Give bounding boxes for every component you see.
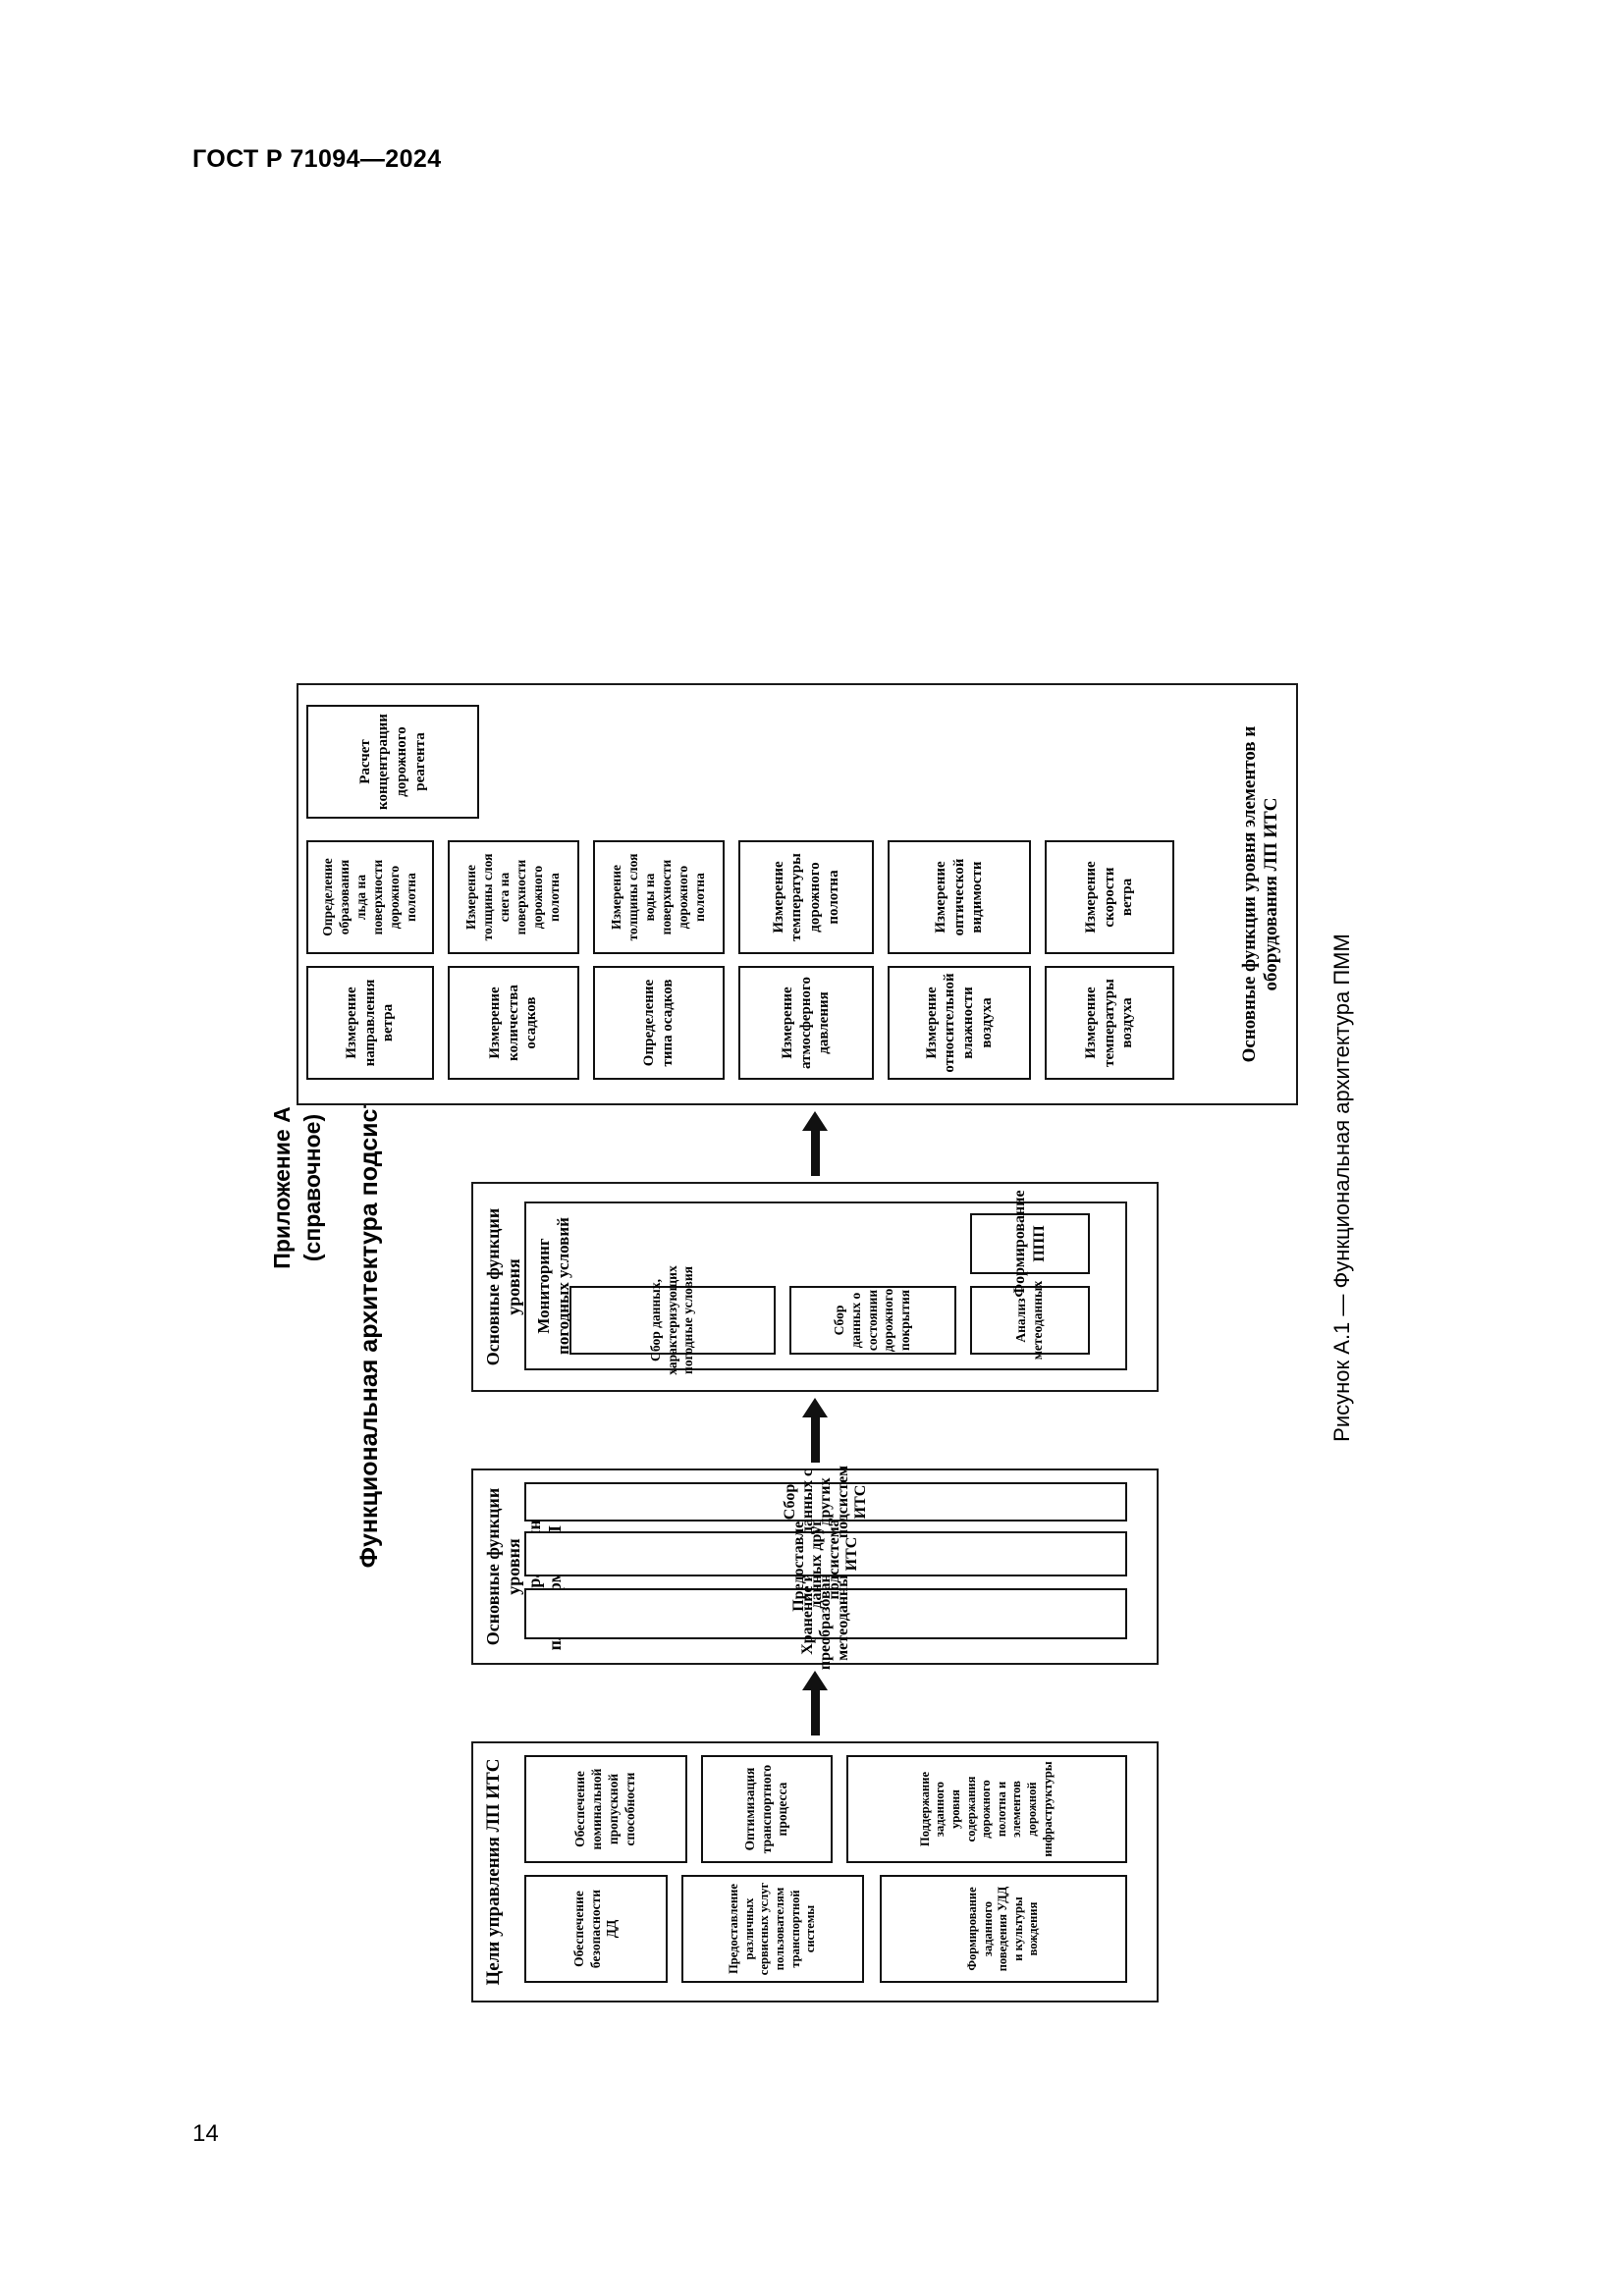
platform-bar-collect: Сбор данных с других подсистем ИТС (524, 1466, 1127, 1538)
equip-box-air-temperature: Измерение температуры воздуха (1045, 966, 1174, 1080)
instr-box-ppp: Формирование ППП (970, 1190, 1090, 1298)
appendix-figure-rotated: Приложение А (справочное) Функциональная… (238, 334, 1386, 2042)
goal-box-optimization: Оптимизация транспортного процесса (701, 1755, 833, 1863)
figure-caption: Рисунок А.1 — Функциональная архитектура… (1329, 934, 1354, 1442)
goal-box-capacity: Обеспечение номинальной пропускной спосо… (524, 1755, 687, 1863)
goal-box-behavior: Формирование заданного поведения УДД и к… (880, 1875, 1127, 1983)
equip-box-water-layer: Измерение толщины слоя воды на поверхнос… (593, 840, 725, 954)
panel-equipment-title: Основные функции уровня элементов и обор… (1239, 725, 1281, 1063)
equip-box-snow-layer: Измерение толщины слоя снега на поверхно… (448, 840, 579, 954)
appendix-kind: (справочное) (299, 1113, 326, 1262)
appendix-title: Функциональная архитектура подсистемы ме… (355, 807, 383, 1569)
panel-goals: Цели управления ЛП ИТС Обеспечение безоп… (471, 1741, 1159, 2002)
panel-goals-title: Цели управления ЛП ИТС (483, 1758, 504, 1986)
goal-box-safety: Обеспечение безопасности ДД (524, 1875, 668, 1983)
subpanel-weather-title: Мониторинг погодных условий (534, 1217, 572, 1355)
panel-equipment: Основные функции уровня элементов и обор… (297, 683, 1298, 1105)
page-number: 14 (192, 2120, 219, 2147)
equip-box-reagent-concentration: Расчет концентрации дорожного реагента (306, 705, 479, 819)
instr-box-weather-data: Сбор данных, характеризующих погодные ус… (569, 1265, 776, 1375)
appendix-label: Приложение А (269, 1106, 295, 1269)
running-head: ГОСТ Р 71094—2024 (192, 145, 442, 173)
equip-box-precipitation-amount: Измерение количества осадков (448, 966, 579, 1080)
figure-canvas: Приложение А (справочное) Функциональная… (238, 334, 1386, 2042)
equip-box-precipitation-type: Определение типа осадков (593, 966, 725, 1080)
panel-instrumental: Основные функции уровня инструментальных… (471, 1182, 1159, 1392)
appendix-heading: Приложение А (справочное) (267, 334, 328, 2042)
goal-box-services: Предоставление различных сервисных услуг… (681, 1875, 864, 1983)
equip-box-wind-direction: Измерение направления ветра (306, 966, 434, 1080)
equip-box-atmospheric-pressure: Измерение атмосферного давления (738, 966, 874, 1080)
panel-platform: Основные функции уровня интеграционной п… (471, 1466, 1159, 1670)
instr-box-road-surface: Сбор данных о состоянии дорожного покрыт… (789, 1286, 956, 1355)
goal-box-roadmaintenance: Поддержание заданного уровня содержания … (846, 1755, 1127, 1863)
equip-box-optical-visibility: Измерение оптической видимости (888, 840, 1031, 954)
equip-box-ice-formation: Определение образования льда на поверхно… (306, 840, 434, 954)
equip-box-wind-speed: Измерение скорости ветра (1045, 840, 1174, 954)
subpanel-weather-monitoring: Мониторинг погодных условий Сбор данных,… (524, 1190, 1127, 1375)
equip-box-humidity: Измерение относительной влажности воздух… (888, 966, 1031, 1080)
equip-box-road-temperature: Измерение температуры дорожного полотна (738, 840, 874, 954)
